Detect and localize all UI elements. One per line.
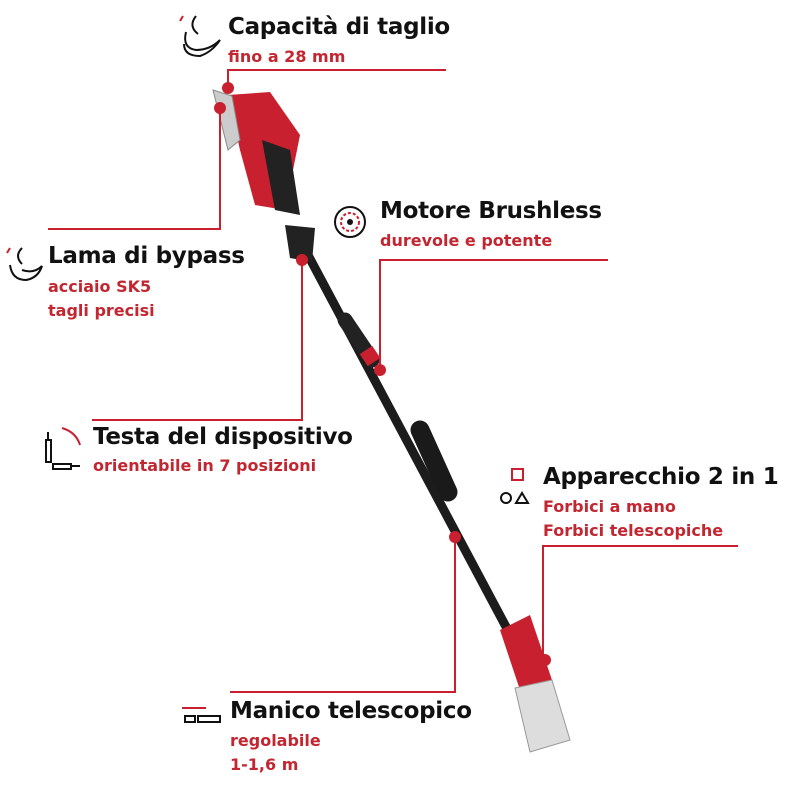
callout-title-telescopic: Manico telescopico — [230, 698, 472, 724]
marker-dot — [222, 82, 234, 94]
marker-dot — [449, 531, 461, 543]
callout-title-2in1: Apparecchio 2 in 1 — [543, 464, 779, 490]
callout-detail: regolabile — [230, 731, 321, 750]
callout-detail: 1-1,6 m — [230, 755, 299, 774]
callout-detail: tagli precisi — [48, 301, 155, 320]
callout-title-motor: Motore Brushless — [380, 198, 602, 224]
motor-icon — [334, 206, 366, 238]
marker-dot — [214, 102, 226, 114]
callout-detail: Forbici a mano — [543, 497, 676, 516]
callout-detail: Forbici telescopiche — [543, 521, 724, 540]
callout-title-head: Testa del dispositivo — [93, 424, 353, 450]
callout-detail: acciaio SK5 — [48, 277, 152, 296]
marker-dot — [374, 364, 386, 376]
handle-body — [500, 615, 552, 690]
battery — [514, 679, 571, 753]
marker-dot — [539, 654, 551, 666]
callout-detail: fino a 28 mm — [228, 47, 346, 66]
telescopic-icon — [182, 707, 221, 723]
callout-detail: orientabile in 7 posizioni — [93, 456, 317, 475]
cut-capacity-icon — [179, 15, 221, 58]
shapes-icon — [500, 468, 530, 504]
grip — [410, 420, 458, 502]
head-housing — [262, 140, 300, 215]
marker-dot — [296, 254, 308, 266]
callout-title-blade: Lama di bypass — [48, 243, 245, 269]
pivot — [285, 225, 315, 262]
pole-clamp-ring — [359, 345, 381, 367]
blade-icon — [6, 247, 43, 282]
callout-title-cut-capacity: Capacità di taglio — [228, 14, 450, 40]
rotating-head-icon — [45, 427, 81, 470]
callout-detail: durevole e potente — [380, 231, 553, 250]
